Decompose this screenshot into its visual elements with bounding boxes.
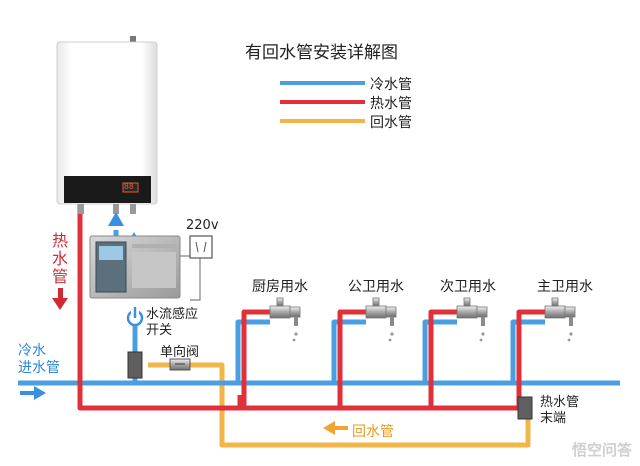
hot-pipe-label: 热水管 (51, 231, 68, 286)
cold-inlet-label-line2: 进水管 (18, 360, 60, 376)
faucet-icon (456, 297, 488, 342)
hot-pipe-end-label-line2: 末端 (540, 411, 567, 426)
heater-display: 88 (124, 182, 134, 191)
socket-icon (189, 235, 213, 259)
faucet-icon (269, 297, 301, 342)
hot-pipe-end-label: 热水管 末端 (540, 395, 579, 427)
hot-water-pipe (77, 200, 545, 411)
legend-hot-label: 热水管 (370, 96, 412, 112)
diagram-title: 有回水管安装详解图 (245, 43, 398, 63)
arrow-icon (323, 421, 348, 435)
fixture-label-kitchen: 厨房用水 (252, 279, 308, 295)
cold-inlet-label: 冷水 进水管 (18, 343, 60, 377)
fixture-label-master-bath: 主卫用水 (537, 279, 593, 295)
arrow-icon (52, 288, 68, 310)
power-icon (126, 306, 144, 327)
check-valve-icon (127, 351, 191, 379)
check-valve-label: 单向阀 (160, 345, 200, 360)
return-pipe-label: 回水管 (352, 424, 394, 440)
circulation-pump-icon (89, 235, 181, 299)
legend-swatches (280, 81, 365, 123)
water-heater-icon (56, 36, 158, 214)
voltage-label: 220v (186, 218, 219, 233)
signal-wire (190, 258, 201, 301)
fixture-label-second-bath: 次卫用水 (440, 279, 496, 295)
pipe-end-tee (517, 396, 533, 420)
cold-inlet-label-line1: 冷水 (18, 343, 46, 359)
faucet-icon (544, 297, 576, 342)
flow-switch-label-line2: 开关 (146, 323, 173, 338)
fixture-label-public-bath: 公卫用水 (348, 279, 404, 295)
legend-cold-label: 冷水管 (370, 77, 412, 93)
watermark: 悟空问答 (571, 441, 632, 459)
faucet-icon (365, 297, 397, 342)
arrow-icon (20, 386, 46, 400)
return-pipe (148, 362, 531, 448)
flow-switch-label: 水流感应 开关 (146, 307, 198, 339)
flow-switch-label-line1: 水流感应 (146, 307, 199, 322)
legend-return-label: 回水管 (370, 115, 412, 131)
hot-pipe-end-label-line1: 热水管 (540, 395, 580, 410)
